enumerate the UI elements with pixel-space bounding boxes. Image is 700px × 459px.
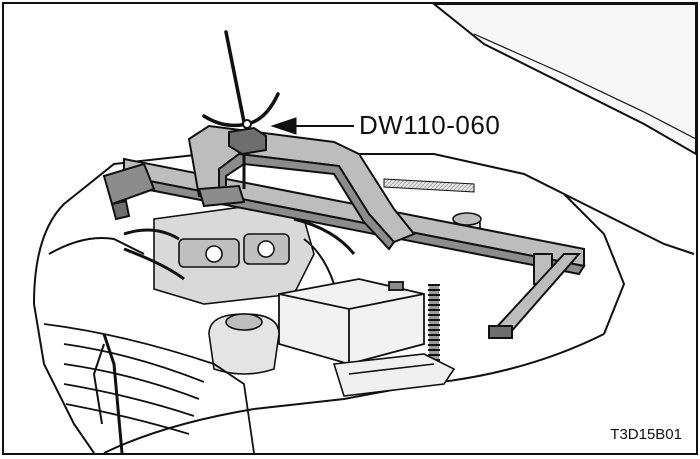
hood — [432, 4, 696, 156]
engine-bay-illustration — [33, 4, 696, 453]
engine — [123, 203, 356, 305]
t-handle-screw — [202, 30, 280, 129]
engine-support-fixture — [102, 124, 586, 339]
tool-callout-label: DW110-060 — [359, 110, 501, 140]
vehicle-body — [33, 153, 695, 453]
figure-id: T3D15B01 — [610, 426, 682, 443]
front-grille — [43, 323, 255, 453]
callout-arrow — [270, 117, 354, 135]
cowl-strip — [383, 178, 475, 193]
coolant-reservoir — [208, 313, 280, 375]
battery — [278, 278, 425, 365]
headlight — [332, 353, 456, 397]
